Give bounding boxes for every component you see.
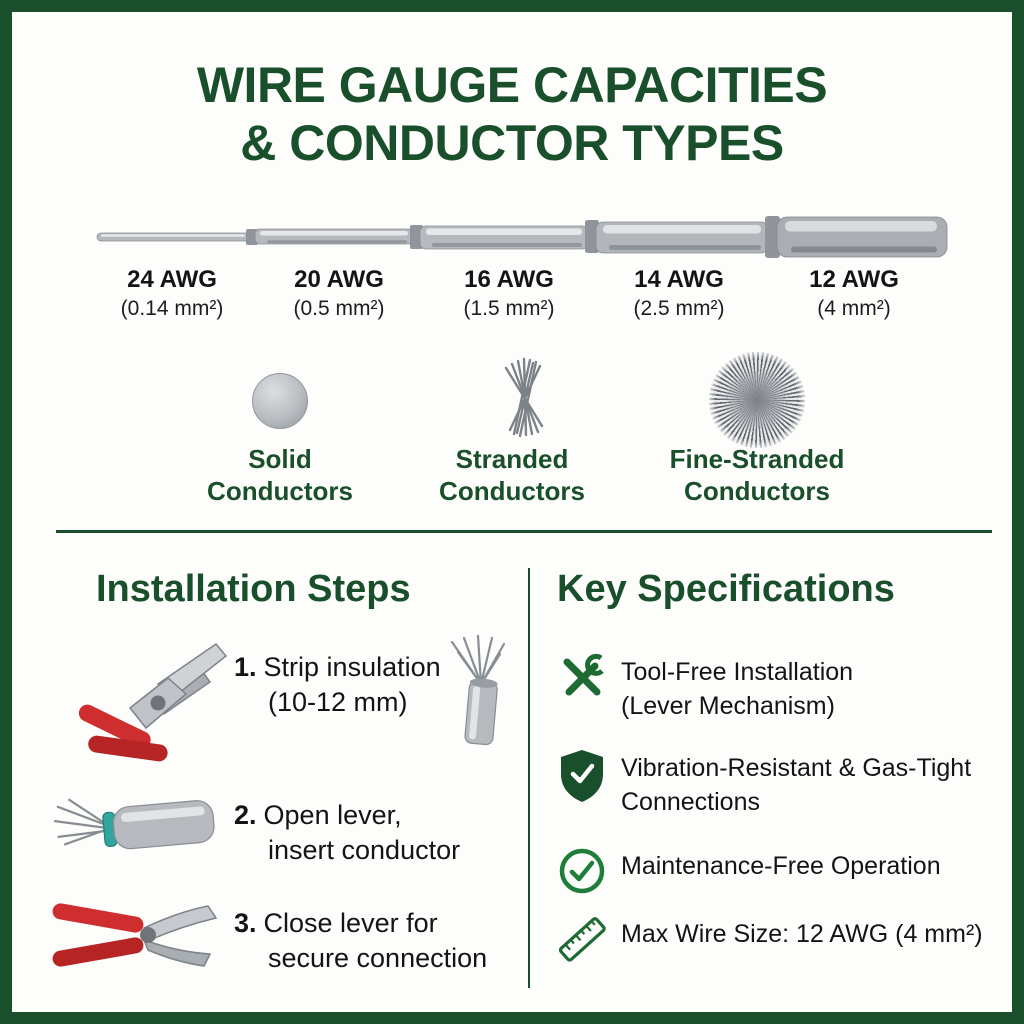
gauge-label: 14 AWG (2.5 mm²) (634, 266, 725, 321)
wire-stripper-icon (78, 642, 228, 762)
gauge-mm2: (1.5 mm²) (463, 297, 555, 320)
gauge-awg: 16 AWG (464, 266, 554, 293)
gauge-mm2: (4 mm²) (817, 297, 891, 320)
spec-line-2: Connections (621, 787, 760, 816)
gauge-mm2: (2.5 mm²) (633, 297, 725, 320)
stripped-wire-small-icon (450, 634, 506, 746)
gauge-label: 12 AWG (4 mm²) (809, 266, 899, 321)
gauge-label: 24 AWG (0.14 mm²) (121, 266, 224, 321)
step-line-2: insert conductor (268, 835, 461, 866)
stranded-conductor-icon (504, 357, 544, 438)
installation-step-2: 2.Open lever, insert conductor (234, 798, 460, 868)
title-line-2: & CONDUCTOR TYPES (240, 115, 784, 171)
ruler-icon (558, 917, 606, 962)
gauge-awg: 12 AWG (809, 266, 899, 293)
step-line-1: 3.Close lever for (234, 906, 487, 941)
conductor-type-label: Stranded Conductors (439, 444, 585, 507)
gauge-label: 16 AWG (1.5 mm²) (464, 266, 555, 321)
spec-item-tool-free: Tool-Free Installation (Lever Mechanism) (557, 652, 853, 723)
step-text: Open lever, (263, 800, 402, 830)
step-text: Strip insulation (263, 652, 441, 682)
conductor-label-line-1: Fine-Stranded (669, 444, 845, 474)
installation-step-3: 3.Close lever for secure connection (234, 906, 487, 976)
spec-item-vibration: Vibration-Resistant & Gas-Tight Connecti… (557, 748, 971, 819)
conductor-type-label: Solid Conductors (207, 444, 353, 507)
spec-line-2: (Lever Mechanism) (621, 691, 835, 720)
step-number: 2. (234, 800, 257, 830)
conductor-label-line-2: Conductors (207, 475, 353, 506)
crossed-tools-icon (563, 653, 604, 696)
installation-step-1: 1.Strip insulation (10-12 mm) (234, 650, 441, 720)
column-divider (528, 568, 530, 988)
fine-stranded-conductor-icon (709, 352, 805, 448)
conductor-type-label: Fine-Stranded Conductors (670, 444, 845, 507)
spec-text: Vibration-Resistant & Gas-Tight Connecti… (621, 748, 971, 819)
conductor-label-line-2: Conductors (439, 475, 585, 506)
spec-text: Tool-Free Installation (Lever Mechanism) (621, 652, 853, 723)
shield-icon (561, 750, 603, 802)
gauge-awg: 24 AWG (127, 266, 217, 293)
installation-steps-heading: Installation Steps (96, 568, 411, 610)
stripped-wire-icon (53, 798, 215, 850)
gauge-label: 20 AWG (0.5 mm²) (294, 266, 385, 321)
spec-line-1: Maintenance-Free Operation (621, 852, 941, 880)
step-number: 3. (234, 908, 257, 938)
spec-text: Max Wire Size: 12 AWG (4 mm²) (621, 914, 983, 952)
gauge-awg: 20 AWG (294, 266, 384, 293)
spec-line-1: Max Wire Size: 12 AWG (4 mm²) (621, 920, 983, 948)
step-line-2: (10-12 mm) (268, 687, 408, 718)
page-title: WIRE GAUGE CAPACITIES & CONDUCTOR TYPES (12, 56, 1012, 172)
step-line-1: 1.Strip insulation (234, 650, 441, 685)
conductor-label-line-1: Stranded (455, 444, 569, 474)
step-text: Close lever for (263, 908, 438, 938)
spec-line-1: Tool-Free Installation (621, 658, 854, 686)
conductor-label-line-1: Solid (248, 444, 312, 474)
pliers-icon (52, 903, 218, 967)
check-circle-icon (559, 848, 605, 894)
section-divider (56, 530, 992, 533)
title-line-1: WIRE GAUGE CAPACITIES (196, 57, 828, 113)
solid-conductor-icon (252, 373, 308, 429)
gauge-mm2: (0.5 mm²) (293, 297, 385, 320)
spec-item-max-wire: Max Wire Size: 12 AWG (4 mm²) (557, 914, 983, 964)
gauge-awg: 14 AWG (634, 266, 724, 293)
wire-gauge-illustration (96, 216, 948, 258)
spec-text: Maintenance-Free Operation (621, 846, 941, 884)
spec-item-maintenance: Maintenance-Free Operation (557, 846, 941, 896)
conductor-label-line-2: Conductors (684, 475, 830, 506)
spec-line-1: Vibration-Resistant & Gas-Tight (621, 754, 972, 782)
step-number: 1. (234, 652, 257, 682)
key-specifications-heading: Key Specifications (557, 568, 895, 610)
gauge-mm2: (0.14 mm²) (120, 297, 224, 320)
step-line-1: 2.Open lever, (234, 798, 460, 833)
step-line-2: secure connection (268, 943, 488, 974)
